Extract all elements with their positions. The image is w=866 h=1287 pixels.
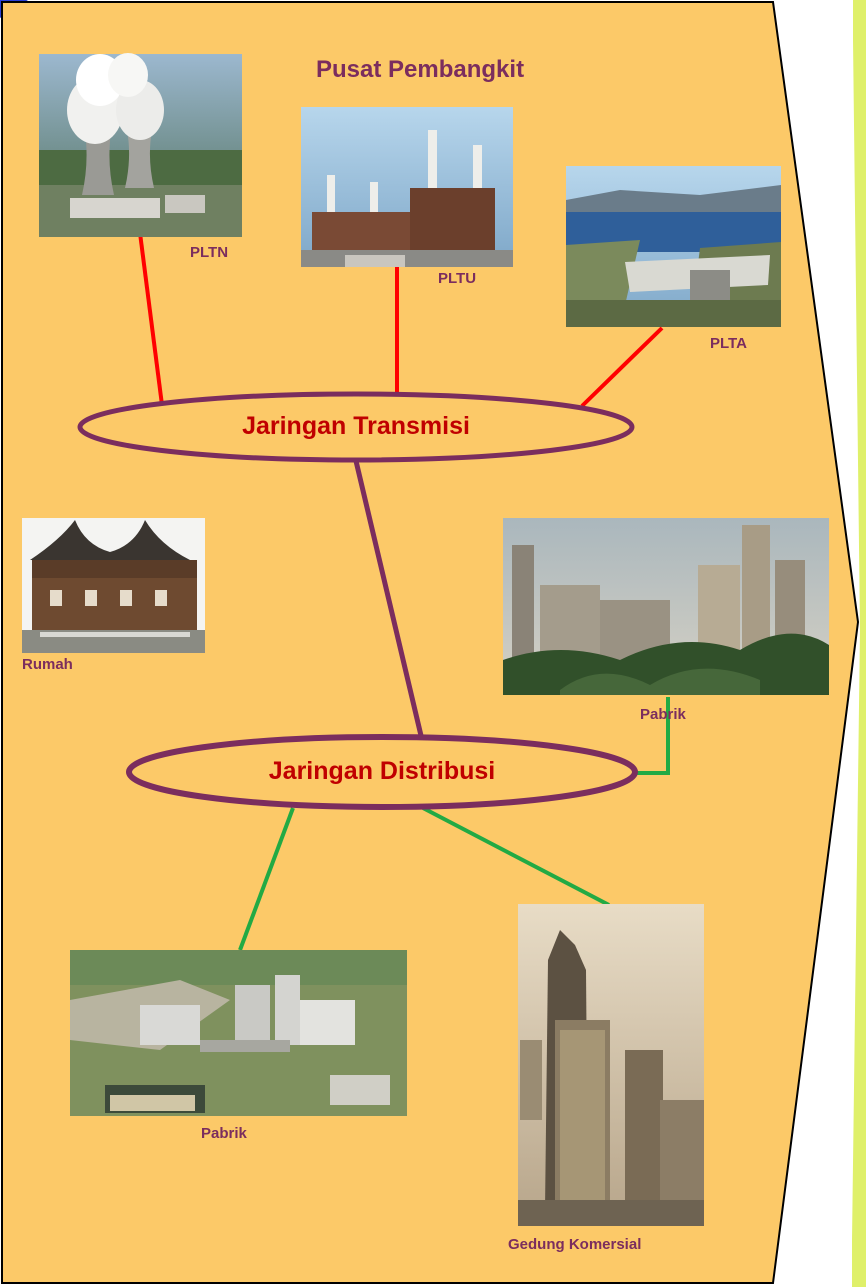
pltn-label: PLTN xyxy=(190,244,229,261)
link-transmission-distribution xyxy=(353,460,426,745)
pabrik-left-photo xyxy=(70,950,407,1116)
transmission-node xyxy=(77,391,635,463)
diagram-title: Pusat Pembangkit xyxy=(316,56,525,83)
link-distribution-gedung xyxy=(422,806,610,907)
link-plta-transmission xyxy=(580,326,664,408)
distribution-label: Jaringan Distribusi xyxy=(268,757,496,785)
pabrik-left-label: Pabrik xyxy=(201,1125,247,1142)
pabrik-right-label: Pabrik xyxy=(640,706,686,723)
pltu-label: PLTU xyxy=(438,270,477,287)
pabrik-right-photo xyxy=(503,518,829,695)
gedung-photo xyxy=(518,904,704,1226)
pltu-photo xyxy=(301,107,513,267)
rumah-photo xyxy=(22,518,205,653)
link-pltn-transmission xyxy=(138,232,164,406)
plta-photo xyxy=(566,166,781,327)
plta-label: PLTA xyxy=(710,335,747,352)
link-distribution-pabrik-left xyxy=(238,807,295,951)
pltn-photo xyxy=(39,53,242,237)
distribution-node xyxy=(126,734,638,810)
gedung-label: Gedung Komersial xyxy=(508,1236,642,1253)
rumah-label: Rumah xyxy=(22,656,73,673)
transmission-label: Jaringan Transmisi xyxy=(242,412,470,440)
side-panel xyxy=(852,0,866,1287)
